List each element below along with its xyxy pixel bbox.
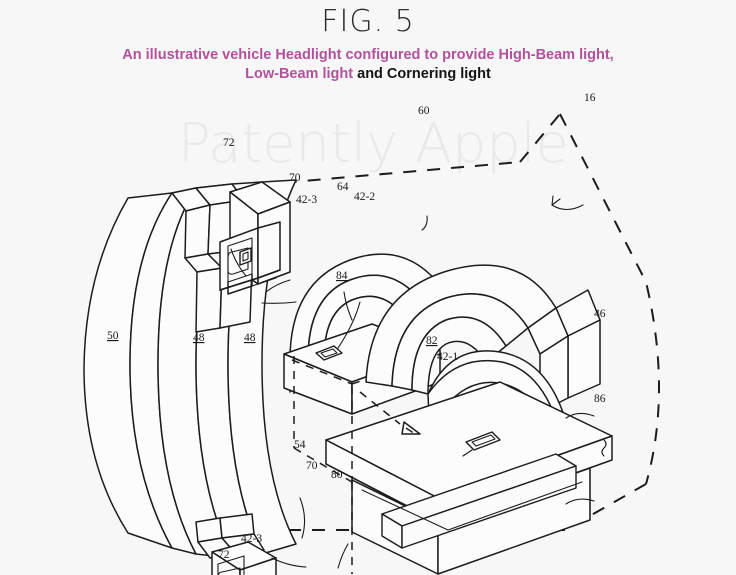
internal-dashed-lines (293, 356, 419, 574)
ref-label-42-1: 42-1 (437, 351, 458, 363)
ref-label-70-top: 70 (289, 172, 301, 184)
cornering-module-bottom (211, 541, 277, 575)
ref-label-48-a: 48 (193, 332, 205, 344)
ref-label-64: 64 (337, 181, 349, 193)
ref-label-72-top: 72 (223, 137, 235, 149)
ref-label-82: 82 (426, 335, 438, 347)
ref-label-16: 16 (584, 92, 596, 104)
ref-label-42-2: 42-2 (354, 191, 375, 203)
ref-label-46: 46 (594, 308, 606, 320)
ref-label-86: 86 (594, 393, 606, 405)
ref-label-72-bot: 72 (218, 549, 230, 561)
arrow-marker (401, 421, 421, 435)
figure-caption: An illustrative vehicle Headlight config… (0, 46, 736, 84)
ref-label-84: 84 (336, 270, 348, 282)
ref-label-42-3-bot: 42-3 (241, 533, 262, 545)
reference-number-labels: 16 60 72 70 42-3 64 42-2 84 46 50 48 48 … (107, 92, 606, 561)
ref-label-48-b: 48 (244, 332, 256, 344)
ref-label-50: 50 (107, 330, 119, 342)
caption-line-2-black: and Cornering light (357, 66, 491, 82)
ref-label-70-bot: 70 (306, 460, 318, 472)
figure-number: FIG. 5 (321, 4, 415, 39)
ref-label-80: 80 (331, 469, 343, 481)
ref-label-54: 54 (294, 439, 306, 451)
headlight-technical-drawing: 16 60 72 70 42-3 64 42-2 84 46 50 48 48 … (83, 92, 660, 575)
leader-lines (230, 195, 595, 569)
cornering-module-top (219, 181, 291, 295)
caption-line-2-magenta: Low-Beam light (245, 66, 358, 82)
ref-label-42-3-top: 42-3 (296, 194, 317, 206)
caption-line-1: An illustrative vehicle Headlight config… (122, 47, 614, 63)
lower-housing-block (351, 453, 591, 575)
watermark-text: Patently Apple (178, 112, 569, 175)
ref-label-60: 60 (418, 105, 430, 117)
